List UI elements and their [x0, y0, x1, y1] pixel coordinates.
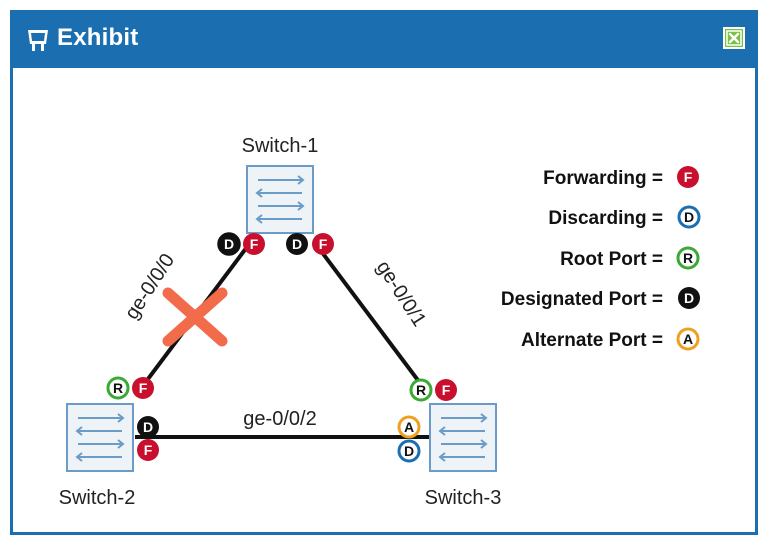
exhibit-window: Exhibit: [10, 10, 758, 535]
svg-text:D: D: [684, 209, 694, 225]
link-label-ge-0-0-2: ge-0/0/2: [243, 408, 316, 430]
svg-text:R: R: [113, 380, 123, 396]
projector-screen-icon: [25, 27, 51, 53]
badge-root-port: R: [106, 376, 130, 400]
badge-alternate-port: A: [397, 415, 421, 439]
badge-designated: D: [286, 233, 308, 255]
svg-text:F: F: [250, 236, 259, 252]
badge-root-port: R: [409, 378, 433, 402]
close-button[interactable]: [723, 27, 745, 49]
svg-text:D: D: [292, 236, 302, 252]
svg-text:F: F: [139, 380, 148, 396]
badge-designated: D: [137, 416, 159, 438]
badge-designated: D: [217, 232, 241, 256]
badge-forwarding: F: [132, 377, 154, 399]
svg-text:F: F: [144, 442, 153, 458]
close-x-icon: [726, 30, 742, 46]
badge-discarding: D: [397, 439, 421, 463]
legend-discarding-label: Discarding =: [548, 208, 663, 229]
svg-text:F: F: [319, 236, 328, 252]
link-label-ge-0-0-0: ge-0/0/0: [121, 250, 179, 324]
window-title: Exhibit: [57, 24, 139, 51]
svg-text:D: D: [224, 236, 234, 252]
legend: Forwarding = F Discarding = D Root Port …: [501, 166, 701, 351]
badge-forwarding: F: [137, 439, 159, 461]
legend-forwarding-label: Forwarding =: [543, 168, 663, 189]
switch-3-label: Switch-3: [425, 487, 502, 509]
svg-text:D: D: [143, 419, 153, 435]
svg-text:R: R: [683, 250, 693, 266]
switch-2-icon: [66, 403, 134, 472]
legend-designated-port-label: Designated Port =: [501, 289, 663, 310]
link-label-ge-0-0-1: ge-0/0/1: [372, 257, 430, 331]
link-ge-0-0-1: [316, 245, 422, 385]
legend-root-port-label: Root Port =: [560, 249, 663, 270]
switch-1-label: Switch-1: [242, 135, 319, 157]
svg-text:D: D: [684, 290, 694, 306]
switch-1-icon: [246, 165, 314, 234]
switch-3-icon: [429, 403, 497, 472]
failed-link-x-icon: [162, 287, 228, 347]
svg-text:R: R: [416, 382, 426, 398]
badge-forwarding: F: [243, 233, 265, 255]
svg-text:F: F: [684, 169, 693, 185]
badge-forwarding: F: [435, 379, 457, 401]
svg-text:F: F: [442, 382, 451, 398]
svg-text:A: A: [404, 419, 414, 435]
svg-text:A: A: [683, 331, 693, 347]
switch-2-label: Switch-2: [59, 487, 136, 509]
badge-forwarding: F: [312, 233, 334, 255]
legend-alternate-port-label: Alternate Port =: [521, 330, 663, 351]
title-bar: Exhibit: [13, 13, 755, 68]
svg-text:D: D: [404, 443, 414, 459]
